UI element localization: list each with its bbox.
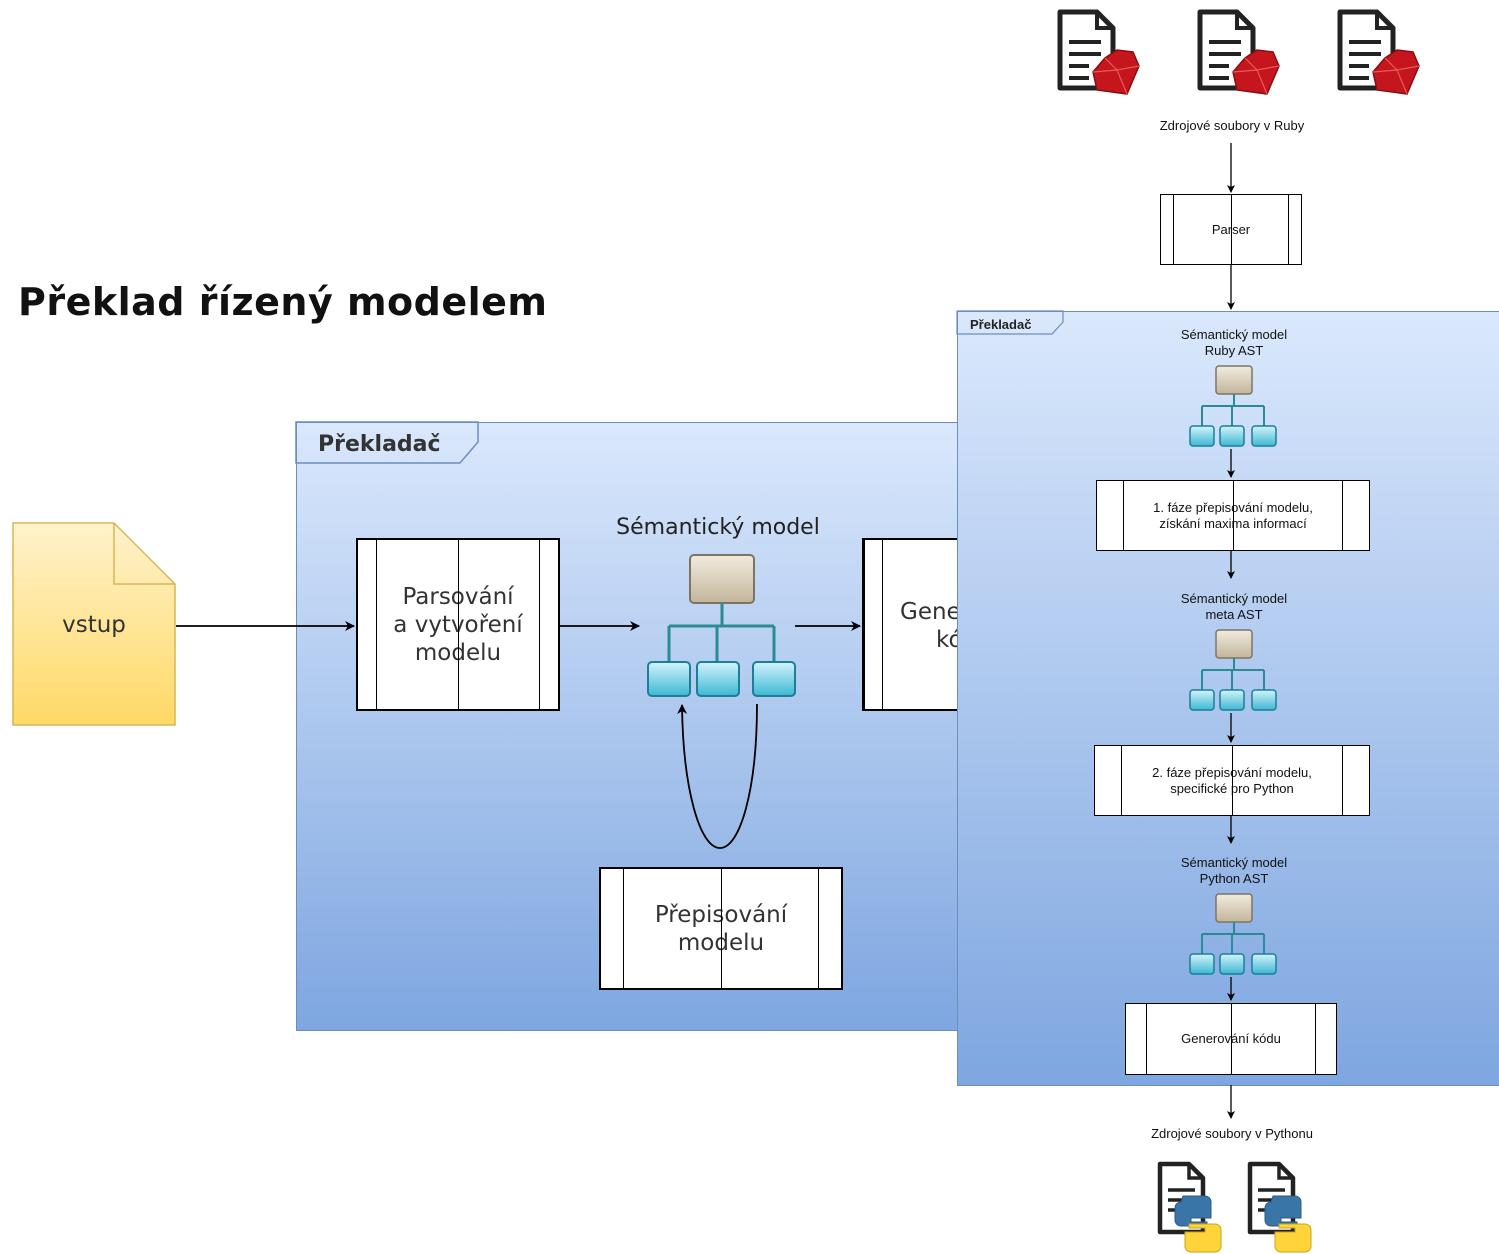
- tree-model-icon: [1189, 365, 1277, 447]
- ruby-file-icon: [1197, 9, 1280, 95]
- generate-label: Generování kódu: [1181, 1031, 1281, 1046]
- process-bar: [539, 540, 540, 709]
- generate-process[interactable]: Generování kódu: [1125, 1003, 1337, 1075]
- process-bar: [1342, 746, 1343, 815]
- tree-model-icon: [647, 554, 796, 697]
- process-bar: [1342, 481, 1343, 550]
- process-bar: [623, 869, 624, 988]
- model-python-ast-label: Sémantický model Python AST: [1180, 855, 1288, 886]
- semantic-model-label: Sémantický model: [616, 515, 820, 540]
- process-bar: [1121, 746, 1122, 815]
- process-bar: [882, 540, 883, 709]
- frame-label: Překladač: [970, 317, 1032, 332]
- ruby-sources-caption: Zdrojové soubory v Ruby: [1159, 118, 1305, 133]
- parser-process[interactable]: Parser: [1160, 194, 1302, 265]
- process-bar: [1146, 1004, 1147, 1074]
- page-title: Překlad řízený modelem: [18, 280, 548, 324]
- process-bar: [1315, 1004, 1316, 1074]
- ruby-file-icon: [1337, 9, 1420, 95]
- model-meta-ast-label: Sémantický model meta AST: [1180, 591, 1288, 622]
- phase2-label: 2. fáze přepisování modelu, specifické p…: [1152, 764, 1312, 796]
- ruby-file-icon: [1057, 9, 1140, 95]
- input-document[interactable]: vstup: [12, 522, 176, 726]
- rewrite-process[interactable]: Přepisování modelu: [599, 867, 843, 990]
- phase1-label: 1. fáze přepisování modelu, získání maxi…: [1153, 499, 1313, 531]
- phase1-process[interactable]: 1. fáze přepisování modelu, získání maxi…: [1096, 480, 1370, 551]
- arrow-rewrite-loop: [677, 703, 758, 849]
- python-file-icon: [1247, 1161, 1312, 1253]
- input-label: vstup: [62, 612, 126, 638]
- parse-process[interactable]: Parsování a vytvoření modelu: [356, 538, 560, 711]
- phase2-process[interactable]: 2. fáze přepisování modelu, specifické p…: [1094, 745, 1370, 816]
- process-bar: [376, 540, 377, 709]
- python-sources-caption: Zdrojové soubory v Pythonu: [1151, 1126, 1313, 1141]
- document-shape: [12, 522, 176, 726]
- frame-tab: [956, 310, 1064, 335]
- tree-model-icon: [1189, 893, 1277, 975]
- model-ruby-ast-label: Sémantický model Ruby AST: [1180, 327, 1288, 358]
- frame-label: Překladač: [318, 432, 441, 457]
- frame-tab: [295, 421, 479, 464]
- process-bar: [818, 869, 819, 988]
- process-bar: [1288, 195, 1289, 264]
- python-file-icon: [1157, 1161, 1222, 1253]
- compiler-frame-right: Překladač Sémantický model Ruby AST 1. f…: [956, 310, 1499, 1086]
- process-bar: [1173, 195, 1174, 264]
- tree-model-icon: [1189, 629, 1277, 711]
- process-bar: [1123, 481, 1124, 550]
